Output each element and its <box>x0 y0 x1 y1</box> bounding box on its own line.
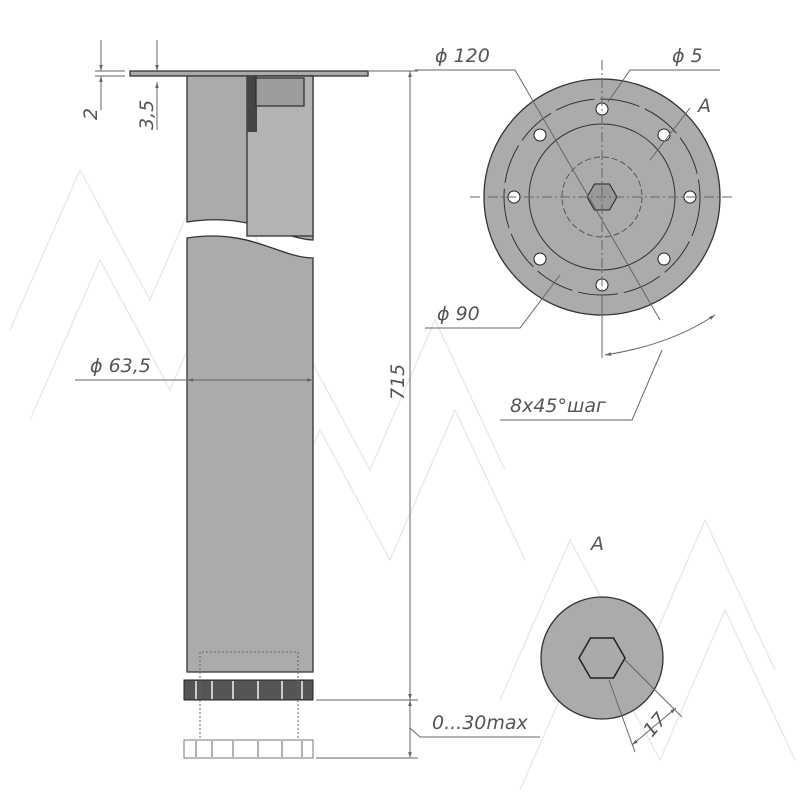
section-marker-a: A <box>696 95 711 117</box>
dim-plate-thickness: 2 <box>80 108 102 120</box>
hex-socket-detail <box>578 637 626 679</box>
dim-hole-diameter: ϕ 5 <box>672 45 703 67</box>
leg-lower-section <box>186 235 314 673</box>
screw <box>247 76 257 132</box>
foot-extended <box>183 739 314 759</box>
dim-leg-diameter: ϕ 63,5 <box>90 355 151 377</box>
dim-leg-height: 715 <box>387 364 409 400</box>
dim-hole-pitch: 8x45°шаг <box>510 395 607 417</box>
plate-bracket <box>255 77 305 107</box>
plate-top-view <box>470 60 735 330</box>
detail-a-title: A <box>589 533 604 555</box>
side-dimensions <box>75 40 540 759</box>
top-dimensions <box>415 69 720 421</box>
mounting-plate <box>129 70 369 77</box>
dim-plate-offset: 3,5 <box>136 100 158 130</box>
dim-bolt-circle: ϕ 90 <box>437 303 480 325</box>
adjustable-foot-nut <box>183 679 314 701</box>
dim-outer-diameter: ϕ 120 <box>435 45 490 67</box>
detail-a-view <box>540 596 683 753</box>
leg-side-view <box>129 70 369 759</box>
dim-hex-size: 17 <box>639 709 671 742</box>
dim-adjustment: 0...30max <box>432 712 529 734</box>
